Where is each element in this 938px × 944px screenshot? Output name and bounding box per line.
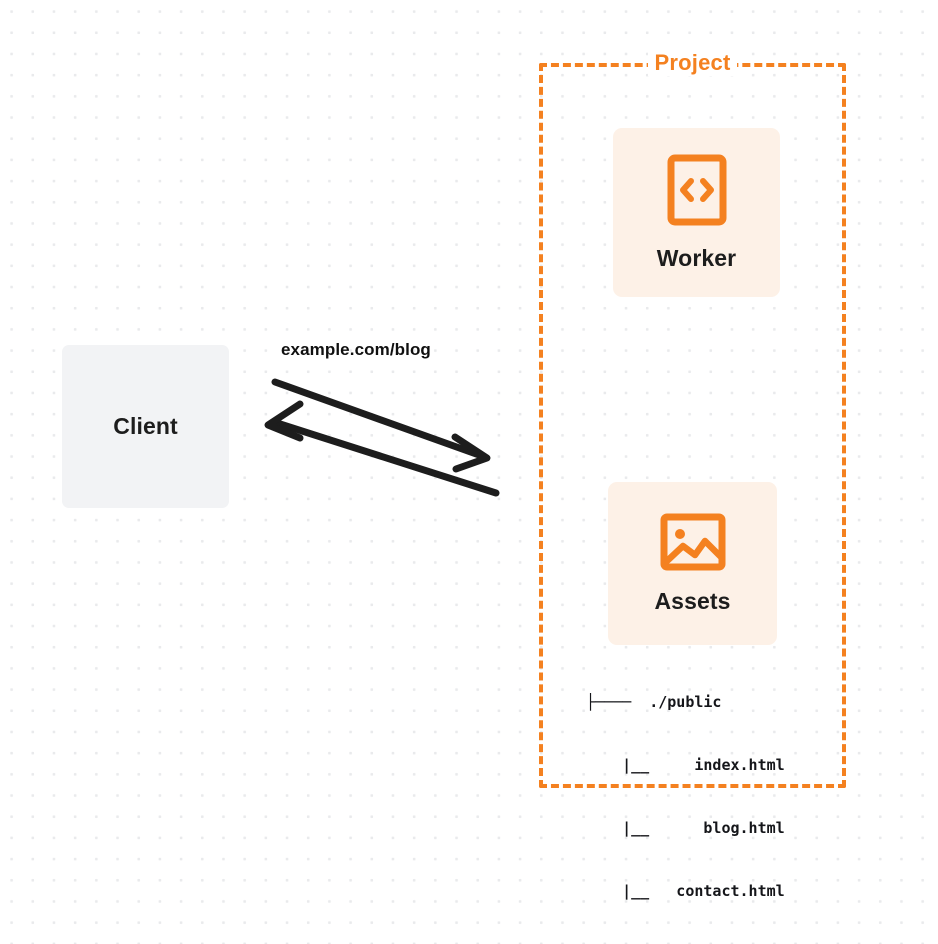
worker-node-label: Worker (656, 244, 737, 271)
file-tree-row: |__ contact.html (586, 882, 785, 900)
diagram-canvas: Client example.com/blog Project Worker (62, 50, 846, 900)
assets-file-tree: ├──── ./public |__ index.html |__ blog.h… (586, 650, 785, 944)
image-icon (660, 513, 726, 576)
code-brackets-icon (667, 154, 727, 231)
client-node[interactable]: Client (62, 345, 229, 508)
project-group: Project (539, 50, 846, 788)
request-arrow (271, 378, 491, 473)
connection-url-label: example.com/blog (281, 340, 431, 359)
project-group-label: Project (647, 50, 738, 76)
file-tree-row: ├──── ./public (586, 693, 722, 711)
worker-node[interactable]: Worker (613, 128, 780, 297)
file-tree-row: |__ index.html (586, 756, 785, 774)
response-arrow (264, 400, 500, 497)
assets-node[interactable]: Assets (608, 482, 777, 645)
file-tree-row: |__ blog.html (586, 819, 785, 837)
client-node-label: Client (113, 413, 178, 439)
assets-node-label: Assets (654, 587, 731, 614)
